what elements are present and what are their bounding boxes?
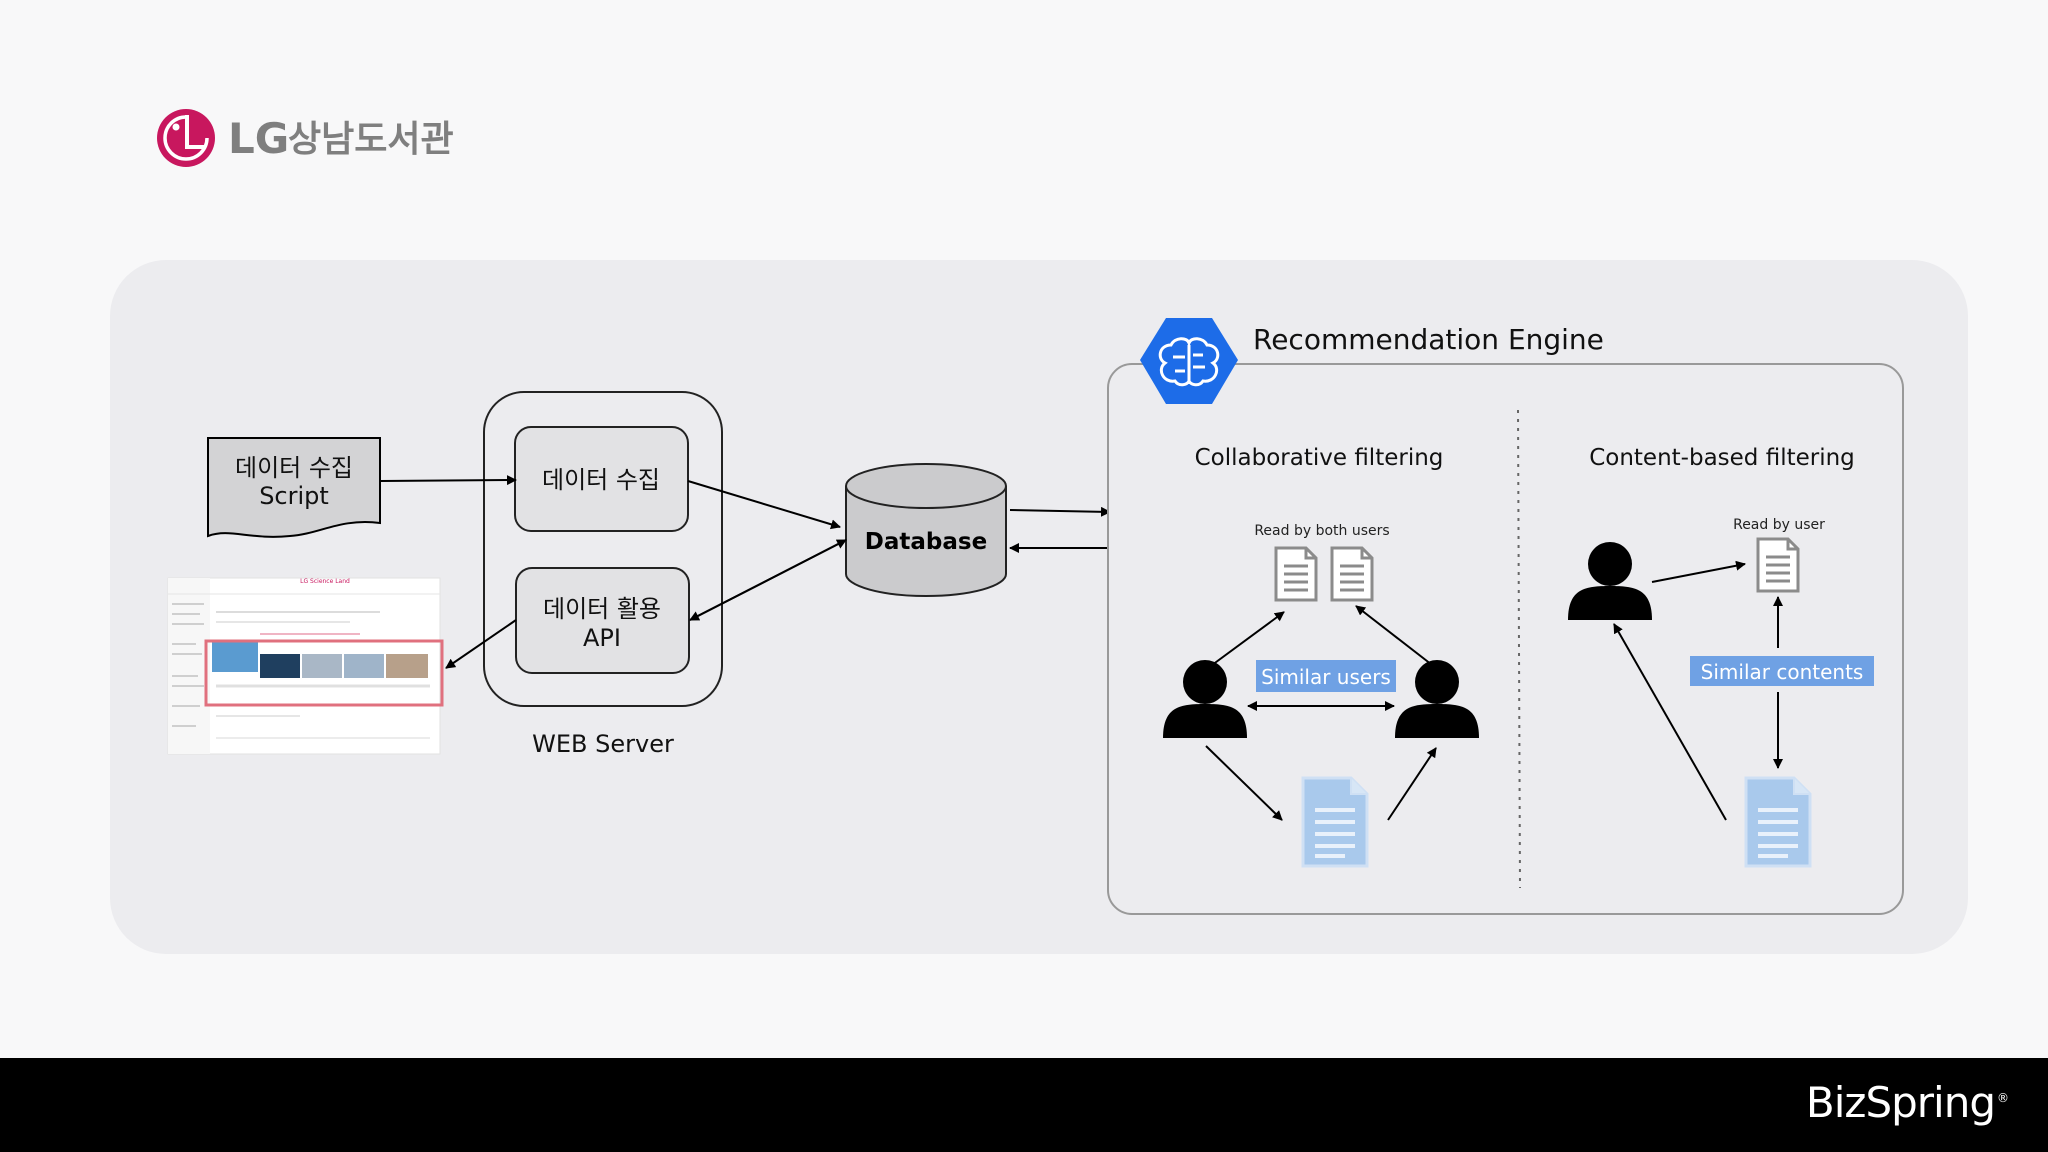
recommendation-highlight: [204, 639, 444, 707]
arrow-api-to-db: [689, 539, 847, 621]
lg-logo: LG 상남도서관: [157, 109, 454, 167]
registered-mark: ®: [1997, 1091, 2009, 1105]
flow-arrows: [379, 475, 1111, 669]
similar-users-badge: [1256, 660, 1396, 692]
database-label: Database: [865, 529, 987, 555]
footer-bar: [0, 1058, 2048, 1152]
thumbnail-site-title: LG Science Land: [300, 578, 350, 585]
similar-contents-label: Similar contents: [1701, 660, 1864, 684]
engine-title: Recommendation Engine: [1253, 323, 1604, 356]
collector-script-subtitle: Script: [259, 482, 329, 510]
content-based-doc-caption: Read by user: [1733, 517, 1825, 533]
collector-script-title: 데이터 수집: [235, 454, 353, 482]
bizspring-logo: BizSpring®: [1805, 1078, 2009, 1127]
content-based-title: Content-based filtering: [1589, 445, 1855, 471]
similar-contents-badge: [1690, 656, 1874, 686]
arrow-script-to-collect: [379, 475, 517, 486]
document-blue-icon: [1301, 776, 1369, 868]
ai-brain-icon: [1140, 318, 1238, 404]
logo-brand: LG: [228, 114, 289, 163]
similar-users-label: Similar users: [1261, 665, 1391, 689]
document-gray-icon: [1330, 546, 1374, 602]
web-server-label: WEB Server: [532, 730, 674, 758]
arrow-collect-to-db: [687, 480, 841, 530]
website-thumbnail: LG Science Land: [167, 577, 444, 755]
footer-brand: BizSpring: [1805, 1078, 1996, 1127]
content-based-filtering-section: Content-based filtering Read by user Sim…: [1568, 445, 1874, 868]
document-gray-icon: [1756, 537, 1800, 593]
document-gray-icon: [1274, 546, 1318, 602]
arrow-db-to-engine: [1009, 506, 1111, 517]
logo-library-name: 상남도서관: [288, 119, 454, 160]
collaborative-filtering-section: Collaborative filtering Read by both use…: [1163, 445, 1479, 868]
collector-script-node: 데이터 수집 Script: [207, 437, 381, 538]
api-box-label-line1: 데이터 활용: [543, 595, 661, 623]
arrow-api-to-website: [445, 619, 517, 669]
collaborative-title: Collaborative filtering: [1195, 445, 1444, 471]
section-divider: [1517, 409, 1521, 889]
recommendation-engine: Recommendation Engine Collaborative filt…: [1107, 318, 1904, 915]
document-blue-icon: [1744, 776, 1812, 868]
api-box-label-line2: API: [583, 624, 621, 652]
collect-box-label: 데이터 수집: [542, 466, 660, 494]
collaborative-doc-caption: Read by both users: [1254, 523, 1389, 539]
database-node: Database: [845, 463, 1007, 597]
